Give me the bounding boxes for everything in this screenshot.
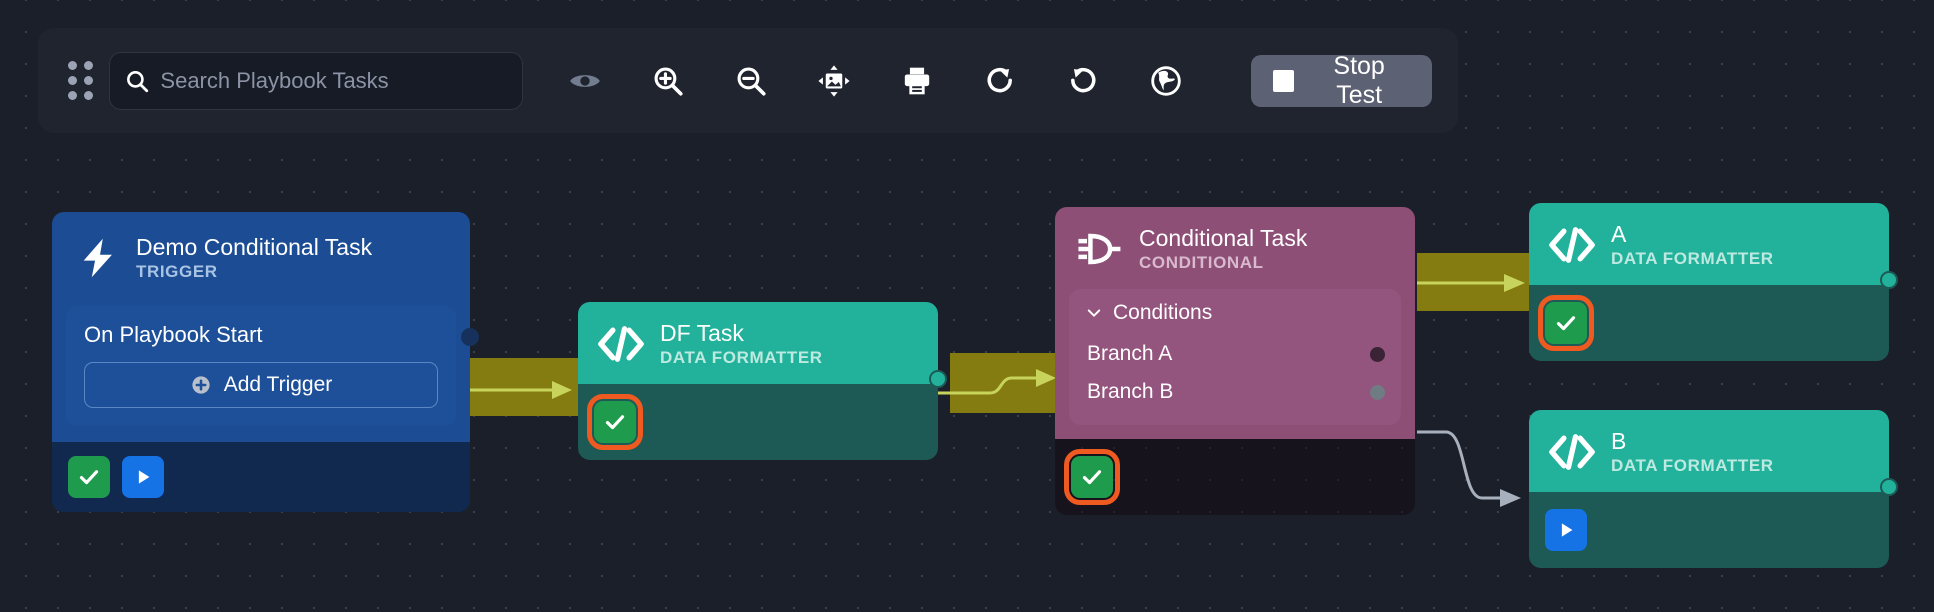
node-status-check-button[interactable] <box>1538 295 1594 352</box>
node-footer <box>1055 439 1415 516</box>
node-header: DF Task DATA FORMATTER <box>578 302 947 388</box>
toggle-visibility-button[interactable] <box>557 52 614 110</box>
branch-label: Branch B <box>1087 380 1174 404</box>
node-subtitle: DATA FORMATTER <box>1611 249 1774 269</box>
globe-button[interactable] <box>1138 52 1195 110</box>
node-title: A <box>1611 221 1627 247</box>
branch-row-a[interactable]: Branch A <box>1085 335 1385 373</box>
conditions-toggle[interactable]: Conditions <box>1085 301 1385 325</box>
print-button[interactable] <box>889 52 946 110</box>
node-header: A DATA FORMATTER <box>1529 203 1898 289</box>
search-input[interactable] <box>160 67 508 94</box>
redo-button[interactable] <box>972 52 1029 110</box>
add-trigger-button[interactable]: Add Trigger <box>84 362 438 409</box>
node-header: B DATA FORMATTER <box>1529 410 1898 496</box>
node-status-check-button[interactable] <box>1064 449 1120 506</box>
plus-circle-icon <box>192 376 210 395</box>
check-icon <box>605 415 625 430</box>
node-subtitle: CONDITIONAL <box>1139 253 1264 273</box>
trigger-panel: On Playbook Start Add Trigger <box>66 306 479 427</box>
node-df-task[interactable]: DF Task DATA FORMATTER <box>578 302 947 461</box>
zoom-out-icon <box>737 67 766 96</box>
conditions-label: Conditions <box>1113 301 1213 325</box>
fit-to-screen-button[interactable] <box>806 52 863 110</box>
stop-square-icon <box>1272 69 1295 92</box>
trigger-output-port[interactable] <box>461 328 479 347</box>
edge-df-to-conditional <box>938 353 1060 413</box>
node-title: Conditional Task <box>1139 225 1308 251</box>
branch-b-output-port[interactable] <box>1370 384 1385 400</box>
zoom-in-icon <box>654 67 683 96</box>
branch-a-output-port[interactable] <box>1370 346 1385 362</box>
check-icon <box>1556 316 1576 331</box>
add-trigger-label: Add Trigger <box>223 373 333 397</box>
undo-button[interactable] <box>1055 52 1112 110</box>
play-icon <box>138 470 150 485</box>
branch-row-b[interactable]: Branch B <box>1085 373 1385 411</box>
node-output-port[interactable] <box>1880 478 1898 496</box>
node-footer <box>1529 492 1889 569</box>
node-subtitle: TRIGGER <box>136 262 218 282</box>
search-field[interactable] <box>109 51 523 110</box>
node-branch-b-data-formatter[interactable]: B DATA FORMATTER <box>1529 410 1898 569</box>
node-title: DF Task <box>660 320 744 346</box>
playbook-toolbar[interactable]: Stop Test <box>38 28 1458 133</box>
code-brackets-icon <box>598 323 644 365</box>
node-footer <box>578 384 938 461</box>
drag-handle-icon[interactable] <box>64 60 97 101</box>
stop-test-button[interactable]: Stop Test <box>1250 51 1433 109</box>
zoom-out-button[interactable] <box>723 52 780 110</box>
node-footer <box>52 442 470 513</box>
node-title: B <box>1611 428 1627 454</box>
node-subtitle: DATA FORMATTER <box>1611 456 1774 476</box>
conditional-body: Conditions Branch A Branch B <box>1055 289 1415 440</box>
node-output-port[interactable] <box>929 370 947 388</box>
node-run-button[interactable] <box>1545 509 1587 552</box>
node-footer <box>1529 285 1889 362</box>
node-status-check-button[interactable] <box>587 394 643 451</box>
zoom-in-button[interactable] <box>640 52 697 110</box>
check-icon <box>1082 470 1102 485</box>
edge-branch-b-to-b <box>1417 430 1521 507</box>
check-icon <box>79 470 99 485</box>
node-subtitle: DATA FORMATTER <box>660 348 823 368</box>
node-status-check-button[interactable] <box>68 456 110 499</box>
globe-icon <box>1151 65 1181 96</box>
code-brackets-icon <box>1549 431 1595 473</box>
search-icon <box>127 70 149 92</box>
node-header: Demo Conditional Task TRIGGER <box>52 212 470 300</box>
branch-label: Branch A <box>1087 342 1173 366</box>
node-demo-conditional-task[interactable]: Demo Conditional Task TRIGGER On Playboo… <box>52 212 479 513</box>
printer-icon <box>904 67 930 94</box>
logic-gate-icon <box>1075 229 1123 269</box>
play-icon <box>1561 523 1573 538</box>
edge-branch-a-to-a <box>1417 253 1529 311</box>
code-brackets-icon <box>1549 224 1595 266</box>
node-title: Demo Conditional Task <box>136 234 373 260</box>
undo-icon <box>1071 67 1096 92</box>
node-header: Conditional Task CONDITIONAL <box>1055 207 1415 290</box>
eye-icon <box>570 74 601 87</box>
fit-screen-icon <box>818 64 850 97</box>
lightning-bolt-icon <box>76 234 120 282</box>
trigger-row-on-playbook-start[interactable]: On Playbook Start <box>84 322 479 348</box>
node-run-button[interactable] <box>122 456 164 499</box>
chevron-down-icon <box>1087 309 1101 318</box>
redo-icon <box>987 67 1013 92</box>
node-branch-a-data-formatter[interactable]: A DATA FORMATTER <box>1529 203 1898 362</box>
conditions-panel: Conditions Branch A Branch B <box>1069 289 1401 426</box>
stop-test-label: Stop Test <box>1333 51 1385 109</box>
node-conditional-task[interactable]: Conditional Task CONDITIONAL Conditions … <box>1055 207 1415 516</box>
trigger-row-label: On Playbook Start <box>84 322 263 348</box>
node-output-port[interactable] <box>1880 271 1898 289</box>
